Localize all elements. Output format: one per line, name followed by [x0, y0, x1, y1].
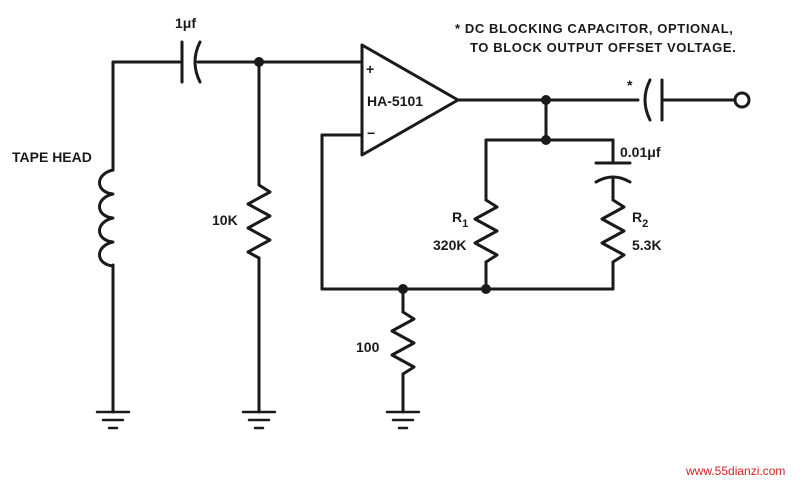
- opamp-minus-label: −: [367, 125, 375, 141]
- input-cap-label: 1μf: [175, 15, 196, 31]
- r-ground-label: 100: [356, 339, 380, 355]
- tape-head-label: TAPE HEAD: [12, 149, 92, 165]
- ground-symbol-10k: [241, 410, 277, 430]
- tape-head-inductor: [98, 168, 115, 268]
- junction-feedback-bottom: [481, 284, 491, 294]
- output-capacitor: [643, 78, 736, 122]
- capacitor-001uf: [594, 161, 632, 202]
- resistor-r1: [473, 198, 499, 264]
- watermark: www.55dianzi.com: [685, 464, 785, 478]
- resistor-100: [390, 287, 416, 414]
- output-terminal: [733, 91, 751, 109]
- opamp-label: HA-5101: [367, 93, 423, 109]
- junction-input: [254, 57, 264, 67]
- resistor-10k: [246, 60, 272, 414]
- feedback-cap-label: 0.01μf: [620, 144, 661, 160]
- r1-value-label: 320K: [433, 237, 466, 253]
- output-cap-mark: *: [627, 77, 633, 93]
- input-wiring: [111, 60, 364, 414]
- opamp-triangle: [360, 43, 460, 157]
- junction-feedback-top: [541, 135, 551, 145]
- r2-name-label: R2: [632, 209, 648, 230]
- note-line-1: * DC BLOCKING CAPACITOR, OPTIONAL,: [455, 21, 733, 36]
- ground-symbol-tape: [95, 410, 131, 430]
- opamp-plus-label: +: [366, 61, 374, 77]
- note-line-2: TO BLOCK OUTPUT OFFSET VOLTAGE.: [470, 40, 736, 55]
- input-capacitor: [180, 40, 202, 84]
- junction-output: [541, 95, 551, 105]
- r-input-label: 10K: [212, 212, 238, 228]
- ground-symbol-100: [385, 410, 421, 430]
- r1-name-label: R1: [452, 209, 468, 230]
- resistor-r2: [600, 198, 626, 264]
- r2-value-label: 5.3K: [632, 237, 662, 253]
